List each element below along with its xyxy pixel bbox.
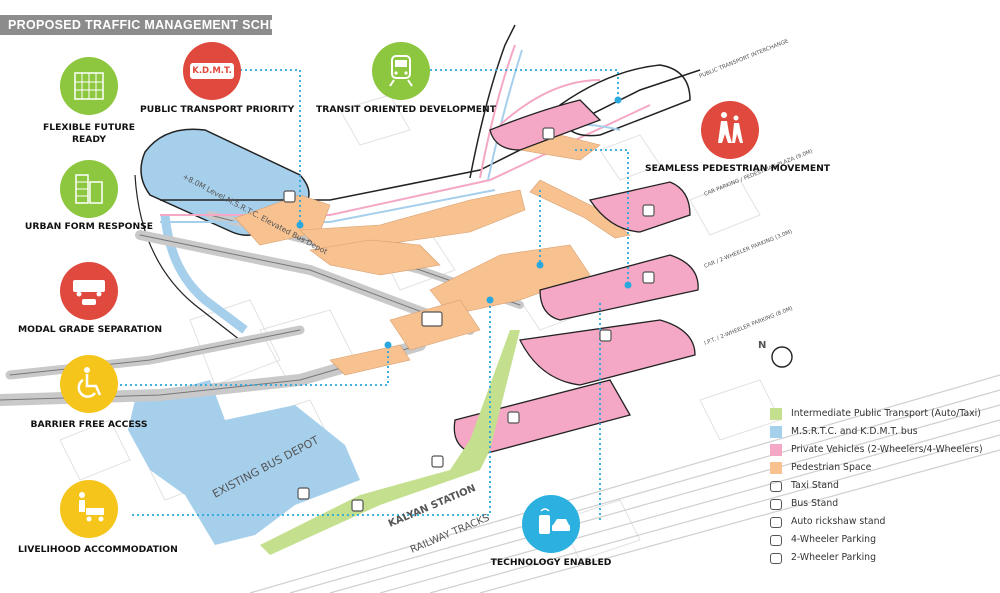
pedestrians-icon (718, 112, 743, 143)
railway-lines (249, 374, 1000, 593)
legend-auto: Auto rickshaw stand (791, 516, 886, 527)
legend-pedestrian: Pedestrian Space (791, 462, 872, 473)
label-ipt-parking: I.P.T. / 2-WHEELER PARKING (8.0M) (704, 306, 794, 347)
page-title: PROPOSED TRAFFIC MANAGEMENT SCHEME (8, 18, 298, 32)
flexible-future-badge (60, 57, 118, 115)
buildings-icon (75, 174, 103, 204)
legend-4w: 4-Wheeler Parking (791, 534, 876, 545)
tod-badge (372, 42, 430, 100)
connector-lines (120, 69, 629, 520)
legend-2w: 2-Wheeler Parking (791, 552, 876, 563)
scooter-icon (770, 553, 782, 564)
legend-private: Private Vehicles (2-Wheelers/4-Wheelers) (791, 444, 983, 455)
legend-bus-stand: Bus Stand (791, 498, 839, 509)
barrier-free-label: BARRIER FREE ACCESS (30, 419, 148, 430)
car-icon (770, 535, 782, 546)
legend-swatch-bus (770, 426, 782, 438)
label-pti: PUBLIC TRANSPORT INTERCHANGE (699, 38, 790, 80)
taxi-icon (770, 481, 782, 492)
grid-frame-icon (74, 72, 104, 100)
depot-ramp (160, 214, 248, 334)
ipt-strip (260, 330, 520, 555)
modal-grade-label: MODAL GRADE SEPARATION (18, 324, 163, 335)
auto-rickshaw-icon (770, 517, 782, 528)
existing-bus-depot-area (128, 380, 360, 545)
pedestrian-label: SEAMLESS PEDESTRIAN MOVEMENT (645, 163, 831, 174)
legend-swatch-pedestrian (770, 462, 782, 474)
urban-form-label: URBAN FORM RESPONSE (24, 221, 154, 232)
livelihood-badge (60, 480, 118, 538)
bus-car-icon (73, 280, 105, 305)
train-icon (389, 55, 413, 87)
phone-car-icon (539, 508, 570, 534)
legend-ipt: Intermediate Public Transport (Auto/Taxi… (791, 408, 981, 419)
barrier-free-badge (60, 355, 118, 413)
public-transport-badge: K.D.M.T. (183, 42, 241, 100)
north-arrow-icon: N (758, 340, 793, 368)
kdmt-sign: K.D.M.T. (190, 63, 234, 79)
legend-bus: M.S.R.T.C. and K.D.M.T. bus (791, 426, 918, 437)
legend-swatch-private (770, 444, 782, 456)
connector-dots (296, 96, 632, 349)
technology-badge (522, 495, 580, 553)
vendor-cart-icon (79, 492, 104, 522)
wheelchair-icon (77, 367, 102, 398)
bus-icon (770, 499, 782, 510)
title-bar: PROPOSED TRAFFIC MANAGEMENT SCHEME (0, 15, 297, 35)
livelihood-label: LIVELIHOOD ACCOMMODATION (18, 544, 178, 555)
technology-label: TECHNOLOGY ENABLED (490, 557, 612, 568)
public-transport-label: PUBLIC TRANSPORT PRIORITY (140, 104, 295, 115)
pedestrian-badge (701, 101, 759, 159)
map-icons (283, 127, 655, 512)
pedestrian-network (234, 134, 631, 376)
private-parking (453, 99, 699, 456)
legend-taxi: Taxi Stand (791, 480, 839, 491)
modal-grade-badge (60, 262, 118, 320)
label-railway-tracks: RAILWAY TRACKS (409, 512, 491, 555)
label-north: N (758, 340, 766, 351)
legend-swatch-ipt (770, 408, 782, 420)
urban-form-badge (60, 160, 118, 218)
tod-label: TRANSIT ORIENTED DEVELOPMENT (316, 104, 497, 115)
label-car-2w-parking: CAR / 2-WHEELER PARKING (3.0M) (704, 229, 794, 270)
flexible-future-label: FLEXIBLE FUTURE READY (42, 122, 136, 145)
depot-ramp-outline (134, 174, 241, 341)
